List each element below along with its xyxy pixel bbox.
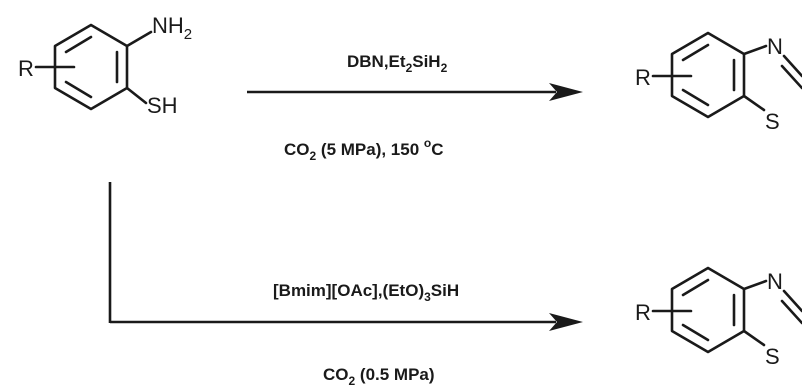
bottom-product-c-n-bond [742,279,768,291]
top-product-s-label: S [765,109,780,134]
reactant-sh-bond [125,86,148,105]
top-product-c-n-bond [742,44,768,56]
bottom-reaction-arrow [108,182,583,331]
top-product-n-c-bond [782,54,802,78]
bottom-reagent-label: [Bmim][OAc],(EtO)3SiH [273,281,459,304]
reactant-double-bond [64,80,93,99]
reactant-aminothiophenol: NH2 SH R [18,13,192,118]
top-reaction-arrow [247,83,583,101]
top-reagent-label: DBN,Et2SiH2 [347,52,448,75]
reactant-sh-label: SH [147,93,178,118]
reactant-nh2-label: NH2 [152,13,192,43]
reactant-r-label: R [18,56,34,81]
top-product-n-label: N [767,34,783,59]
bottom-product-double-bond [681,278,710,297]
bottom-product-n-c-double [780,299,802,325]
bottom-conditions-label: CO2 (0.5 MPa) [323,365,435,388]
bottom-product-s-label: S [765,344,780,369]
product-benzothiazole-bottom: N S R [635,266,802,369]
top-conditions-label: CO2 (5 MPa), 150 oC [284,136,444,163]
top-arrowhead [549,83,583,101]
reactant-nh2-bond [125,30,153,48]
bottom-product-c-s-bond [742,329,766,347]
top-product-n-c-double [780,64,802,90]
product-benzothiazole-top: N S R [635,31,802,134]
top-product-double-bond [681,88,710,107]
bottom-product-r-label: R [635,300,651,325]
bottom-product-n-c-bond [782,289,802,313]
top-product-r-label: R [635,65,651,90]
top-product-c-s-bond [742,94,766,112]
bottom-arrowhead [549,313,583,331]
top-product-double-bond [681,43,710,62]
bottom-product-n-label: N [767,269,783,294]
reactant-double-bond [64,35,93,54]
bottom-product-double-bond [681,323,710,342]
